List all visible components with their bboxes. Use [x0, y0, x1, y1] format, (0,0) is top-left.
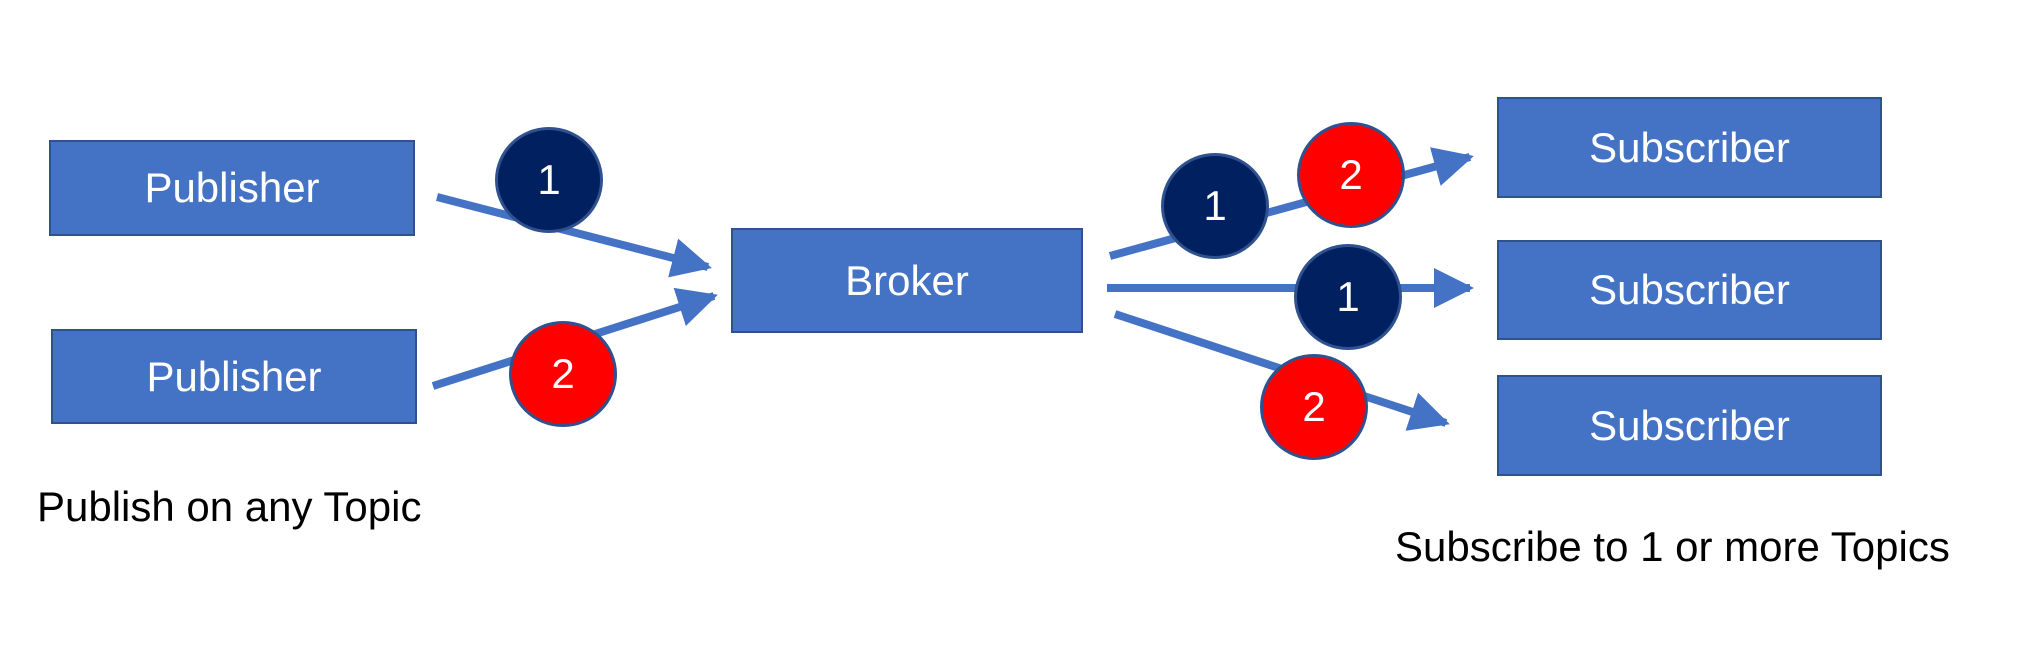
publisher-box-2: Publisher — [51, 329, 417, 424]
subscriber-box-3: Subscriber — [1497, 375, 1882, 476]
broker-box: Broker — [731, 228, 1083, 333]
subscribe-caption: Subscribe to 1 or more Topics — [1395, 523, 1950, 570]
topic-2-badge: 2 — [1297, 122, 1405, 228]
topic-1-badge: 1 — [495, 127, 603, 233]
subscriber-box-1: Subscriber — [1497, 97, 1882, 198]
topic-2-badge: 2 — [509, 321, 617, 427]
arrow-publisher1-to-broker — [435, 193, 712, 278]
arrow-broker-to-subscriber1 — [1108, 147, 1474, 260]
subscriber-box-2: Subscriber — [1497, 240, 1882, 340]
publish-caption: Publish on any Topic — [37, 483, 422, 530]
topic-2-badge: 2 — [1260, 354, 1368, 460]
topic-1-badge: 1 — [1294, 244, 1402, 350]
publisher-box-1: Publisher — [49, 140, 415, 236]
topic-1-badge: 1 — [1161, 153, 1269, 259]
